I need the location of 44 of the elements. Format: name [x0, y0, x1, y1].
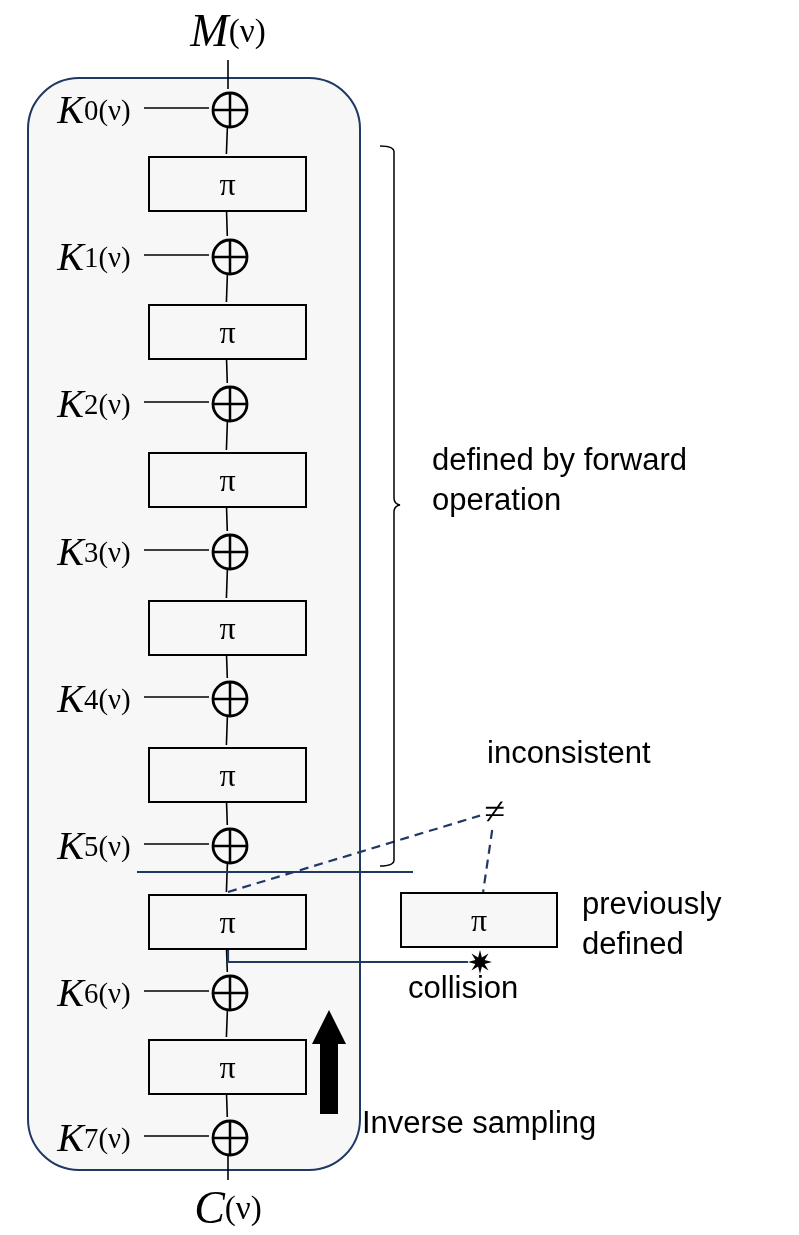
- permutation-box: π: [148, 747, 307, 803]
- annotation-text: Inverse sampling: [362, 1104, 598, 1142]
- rounded-box: [27, 77, 361, 1171]
- note-text: previously defined: [582, 885, 723, 964]
- xor-symbol: [211, 91, 249, 129]
- connector-line: [225, 715, 229, 746]
- connector-line: [143, 401, 210, 403]
- xor-symbol: [211, 238, 249, 276]
- annotation-text: defined by forward operation: [432, 441, 689, 520]
- connector-line: [225, 862, 229, 893]
- note-text: collision: [408, 969, 520, 1007]
- xor-symbol: [211, 533, 249, 571]
- connector-line: [143, 549, 210, 551]
- permutation-box: π: [148, 304, 307, 360]
- connector-line: [225, 568, 229, 599]
- connector-line: [227, 59, 229, 90]
- connector-line: [143, 1135, 210, 1137]
- connector-line: [225, 126, 229, 155]
- connector-line: [143, 696, 210, 698]
- connector-line: [143, 843, 210, 845]
- permutation-box: π: [148, 1039, 307, 1095]
- dashed-line: [482, 829, 494, 893]
- permutation-box: π: [148, 600, 307, 656]
- connector-line: [226, 948, 468, 964]
- xor-symbol: [211, 974, 249, 1012]
- dashed-line: [227, 814, 481, 894]
- connector-line: [225, 420, 229, 451]
- connector-line: [225, 273, 229, 303]
- note-text: inconsistent: [487, 734, 652, 772]
- xor-symbol: [211, 385, 249, 423]
- connector-line: [143, 107, 210, 109]
- xor-symbol: [211, 680, 249, 718]
- permutation-box: π: [148, 156, 307, 212]
- connector-line: [143, 990, 210, 992]
- connector-line: [143, 254, 210, 256]
- permutation-box: π: [148, 452, 307, 508]
- permutation-box: π: [400, 892, 558, 948]
- collision-star: [468, 950, 492, 974]
- xor-symbol: [211, 1119, 249, 1157]
- permutation-box: π: [148, 894, 307, 950]
- connector-line: [227, 1154, 229, 1181]
- xor-symbol: [211, 827, 249, 865]
- not-equal-sign: ≠: [480, 792, 510, 830]
- connector-line: [225, 1009, 229, 1038]
